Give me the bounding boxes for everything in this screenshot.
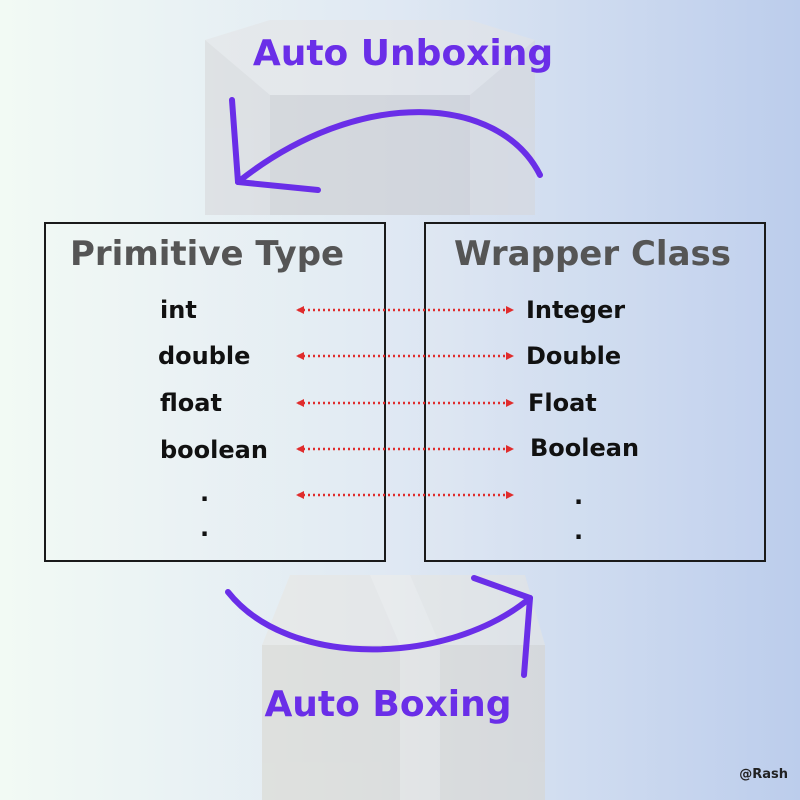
- primitive-item-float: float: [160, 389, 222, 417]
- primitive-item-ellipsis-2: .: [200, 514, 210, 542]
- wrapper-item-integer: Integer: [526, 296, 626, 324]
- auto-unboxing-heading: Auto Unboxing: [252, 33, 554, 74]
- wrapper-item-boolean: Boolean: [530, 434, 640, 462]
- primitive-item-double: double: [158, 342, 251, 370]
- primitive-type-box: Primitive Type int double float boolean …: [44, 222, 386, 562]
- primitive-type-title: Primitive Type: [70, 234, 345, 274]
- auto-boxing-heading: Auto Boxing: [264, 684, 512, 725]
- wrapper-item-float: Float: [528, 389, 597, 417]
- primitive-item-ellipsis-1: .: [200, 479, 210, 507]
- wrapper-item-double: Double: [526, 342, 622, 370]
- primitive-item-boolean: boolean: [160, 436, 268, 464]
- wrapper-class-box: Wrapper Class Integer Double Float Boole…: [424, 222, 766, 562]
- wrapper-item-ellipsis-1: .: [574, 482, 584, 510]
- wrapper-item-ellipsis-2: .: [574, 517, 584, 545]
- wrapper-class-title: Wrapper Class: [454, 234, 731, 274]
- primitive-item-int: int: [160, 296, 197, 324]
- author-signature: @Rash: [739, 767, 788, 782]
